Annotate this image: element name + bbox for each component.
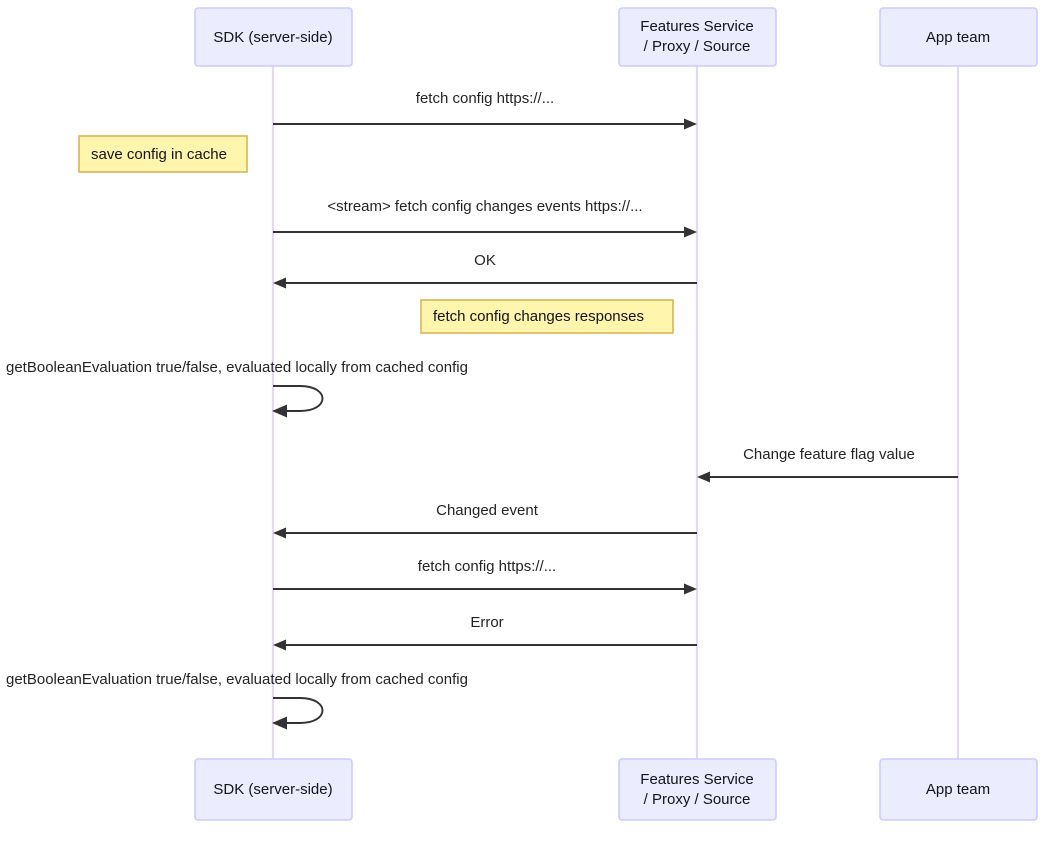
message-selfloop-get-boolean-evaluation-2 — [273, 697, 324, 724]
arrowhead-left-icon — [272, 404, 287, 418]
arrowhead-left-icon — [697, 471, 710, 483]
actor-label-features-service-top-line1: Features Service — [640, 18, 753, 35]
arrowhead-left-icon — [273, 527, 286, 539]
actor-box-sdk-bottom[interactable]: SDK (server-side) — [194, 758, 353, 821]
note-save-config-in-cache[interactable]: save config in cache — [78, 135, 248, 173]
message-changed-event[interactable]: Changed event — [273, 502, 697, 539]
message-get-boolean-evaluation-1[interactable]: getBooleanEvaluation true/false, evaluat… — [6, 359, 468, 418]
message-get-boolean-evaluation-2[interactable]: getBooleanEvaluation true/false, evaluat… — [6, 671, 468, 730]
message-stream-fetch-config-changes[interactable]: <stream> fetch config changes events htt… — [273, 198, 697, 238]
actor-label-features-service-bottom-line1: Features Service — [640, 771, 753, 788]
message-label-get-boolean-evaluation-1: getBooleanEvaluation true/false, evaluat… — [6, 359, 468, 376]
message-label-get-boolean-evaluation-2: getBooleanEvaluation true/false, evaluat… — [6, 671, 468, 688]
actor-label-sdk-bottom: SDK (server-side) — [213, 781, 332, 798]
note-label-fetch-config-changes-responses: fetch config changes responses — [433, 308, 644, 325]
message-change-feature-flag-value[interactable]: Change feature flag value — [697, 446, 958, 483]
message-label-error: Error — [470, 614, 503, 631]
actor-box-features-service-top[interactable]: Features Service / Proxy / Source — [618, 7, 777, 67]
message-error[interactable]: Error — [273, 614, 697, 651]
actor-label-app-team-top: App team — [926, 29, 990, 46]
arrowhead-left-icon — [272, 716, 287, 730]
message-label-changed-event: Changed event — [436, 502, 539, 519]
arrowhead-left-icon — [273, 277, 286, 289]
message-label-change-feature-flag-value: Change feature flag value — [743, 446, 915, 463]
message-label-stream-fetch-config-changes: <stream> fetch config changes events htt… — [327, 198, 642, 215]
actor-box-app-team-top[interactable]: App team — [879, 7, 1038, 67]
note-fetch-config-changes-responses[interactable]: fetch config changes responses — [420, 299, 674, 334]
actor-box-app-team-bottom[interactable]: App team — [879, 758, 1038, 821]
actor-label-app-team-bottom: App team — [926, 781, 990, 798]
arrowhead-right-icon — [684, 226, 697, 238]
arrowhead-right-icon — [684, 118, 697, 130]
actor-box-features-service-bottom[interactable]: Features Service / Proxy / Source — [618, 758, 777, 821]
message-fetch-config-1[interactable]: fetch config https://... — [273, 90, 697, 130]
actor-label-features-service-bottom-line2: / Proxy / Source — [644, 791, 751, 808]
actor-label-features-service-top-line2: / Proxy / Source — [644, 38, 751, 55]
arrowhead-right-icon — [684, 583, 697, 595]
note-label-save-config-in-cache: save config in cache — [91, 146, 227, 163]
arrowhead-left-icon — [273, 639, 286, 651]
message-label-fetch-config-1: fetch config https://... — [416, 90, 554, 107]
message-ok[interactable]: OK — [273, 252, 697, 289]
message-selfloop-get-boolean-evaluation-1 — [273, 385, 324, 412]
actor-box-sdk-top[interactable]: SDK (server-side) — [194, 7, 353, 67]
message-fetch-config-2[interactable]: fetch config https://... — [273, 558, 697, 595]
lifelines-group — [271, 66, 960, 759]
actor-label-sdk-top: SDK (server-side) — [213, 29, 332, 46]
message-label-fetch-config-2: fetch config https://... — [418, 558, 556, 575]
message-label-ok: OK — [474, 252, 496, 269]
